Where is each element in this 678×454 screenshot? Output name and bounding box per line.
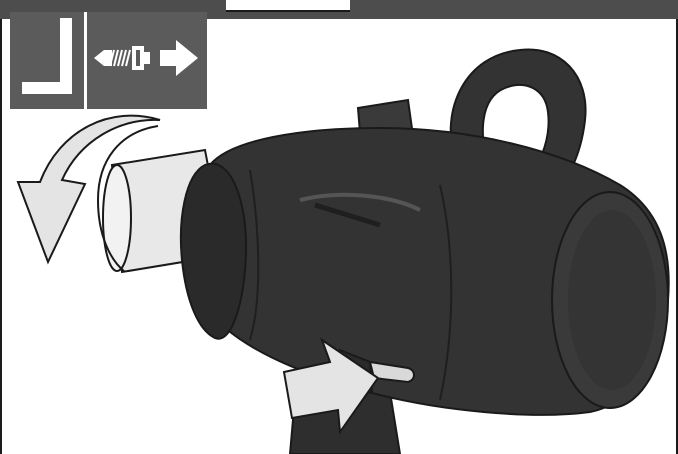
instruction-badge	[10, 12, 207, 109]
impact-wrench-icon	[181, 49, 669, 454]
corner-bracket-icon	[22, 12, 87, 109]
screw-bit-icon	[94, 46, 150, 70]
badge-artwork	[10, 12, 207, 109]
arrow-right-icon	[160, 40, 198, 76]
